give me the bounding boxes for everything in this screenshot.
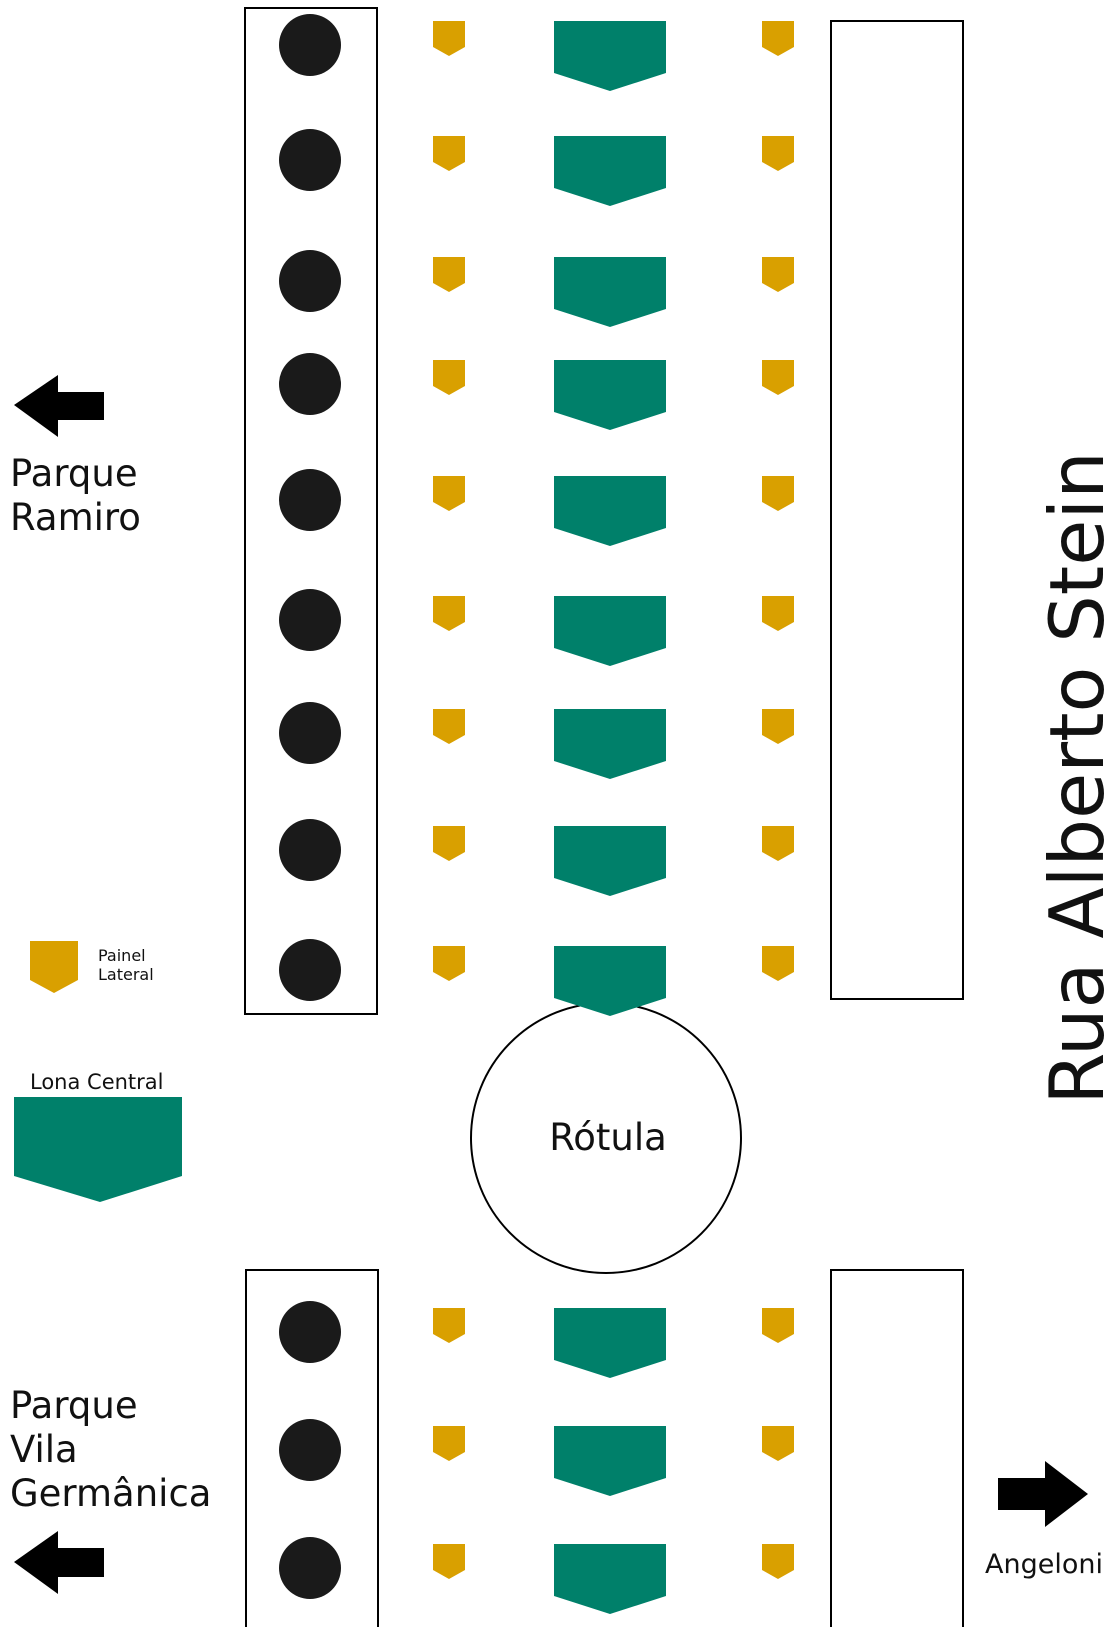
left-arrow-icon	[14, 1531, 104, 1594]
post-north-7	[279, 702, 341, 764]
element-rows	[279, 14, 794, 1614]
painel-lateral-right-north-7	[762, 709, 794, 744]
left-arrow-icon	[14, 375, 104, 437]
painel-lateral-left-south-2	[433, 1426, 465, 1461]
parque-vila-germanica-line-2: Vila	[10, 1428, 78, 1471]
painel-lateral-left-south-1	[433, 1308, 465, 1343]
parque-vila-germanica-line-1: Parque	[10, 1384, 138, 1427]
painel-lateral-right-north-2	[762, 136, 794, 171]
parque-ramiro-line-1: Parque	[10, 452, 138, 495]
painel-lateral-left-north-2	[433, 136, 465, 171]
painel-lateral-right-south-2	[762, 1426, 794, 1461]
lona-central-north-5	[554, 476, 666, 546]
lona-central-south-2	[554, 1426, 666, 1496]
painel-lateral-left-north-7	[433, 709, 465, 744]
post-south-2	[279, 1419, 341, 1481]
painel-lateral-right-north-1	[762, 21, 794, 56]
painel-lateral-right-north-8	[762, 826, 794, 861]
post-north-4	[279, 353, 341, 415]
painel-lateral-left-north-4	[433, 360, 465, 395]
legend: Painel Lateral Lona Central	[14, 941, 182, 1202]
post-north-3	[279, 250, 341, 312]
painel-lateral-left-north-3	[433, 257, 465, 292]
painel-lateral-left-north-6	[433, 596, 465, 631]
post-north-9	[279, 939, 341, 1001]
street-name: Rua Alberto Stein	[1033, 451, 1115, 1104]
painel-lateral-right-north-5	[762, 476, 794, 511]
angeloni-label: Angeloni	[985, 1549, 1103, 1580]
painel-lateral-line-1: Painel	[98, 946, 146, 965]
lona-central-north-4	[554, 360, 666, 430]
north-left-strip	[244, 7, 378, 1015]
post-south-3	[279, 1537, 341, 1599]
lona-central-north-1	[554, 21, 666, 91]
lona-central-south-3	[554, 1544, 666, 1614]
parque-vila-germanica-line-3: Germânica	[10, 1472, 211, 1515]
lona-central-north-6	[554, 596, 666, 666]
lona-central-legend-swatch	[14, 1097, 182, 1202]
lona-central-north-9	[554, 946, 666, 1016]
post-north-6	[279, 589, 341, 651]
parque-ramiro-label: Parque Ramiro	[10, 452, 149, 539]
north-right-strip	[830, 20, 964, 1000]
painel-lateral-right-south-3	[762, 1544, 794, 1579]
south-left-strip	[245, 1269, 379, 1627]
painel-lateral-right-north-9	[762, 946, 794, 981]
painel-lateral-right-south-1	[762, 1308, 794, 1343]
painel-lateral-left-north-9	[433, 946, 465, 981]
south-right-strip	[830, 1269, 964, 1627]
painel-lateral-left-north-5	[433, 476, 465, 511]
lona-central-south-1	[554, 1308, 666, 1378]
lona-central-north-2	[554, 136, 666, 206]
post-north-2	[279, 129, 341, 191]
right-arrow-icon	[998, 1461, 1088, 1527]
painel-lateral-line-2: Lateral	[98, 965, 154, 984]
painel-lateral-legend-label: Painel Lateral	[98, 946, 154, 984]
painel-lateral-left-south-3	[433, 1544, 465, 1579]
painel-lateral-left-north-1	[433, 21, 465, 56]
painel-lateral-right-north-4	[762, 360, 794, 395]
post-north-8	[279, 819, 341, 881]
lona-central-north-3	[554, 257, 666, 327]
lona-central-north-8	[554, 826, 666, 896]
painel-lateral-left-north-8	[433, 826, 465, 861]
lona-central-north-7	[554, 709, 666, 779]
post-north-5	[279, 469, 341, 531]
parque-ramiro-line-2: Ramiro	[10, 496, 141, 539]
lona-central-legend-label: Lona Central	[30, 1070, 164, 1094]
roundabout-label: Rótula	[549, 1116, 667, 1159]
parque-vila-germanica-label: Parque Vila Germânica	[10, 1384, 211, 1515]
post-north-1	[279, 14, 341, 76]
painel-lateral-right-north-3	[762, 257, 794, 292]
post-south-1	[279, 1301, 341, 1363]
painel-lateral-legend-swatch	[30, 941, 78, 993]
painel-lateral-right-north-6	[762, 596, 794, 631]
